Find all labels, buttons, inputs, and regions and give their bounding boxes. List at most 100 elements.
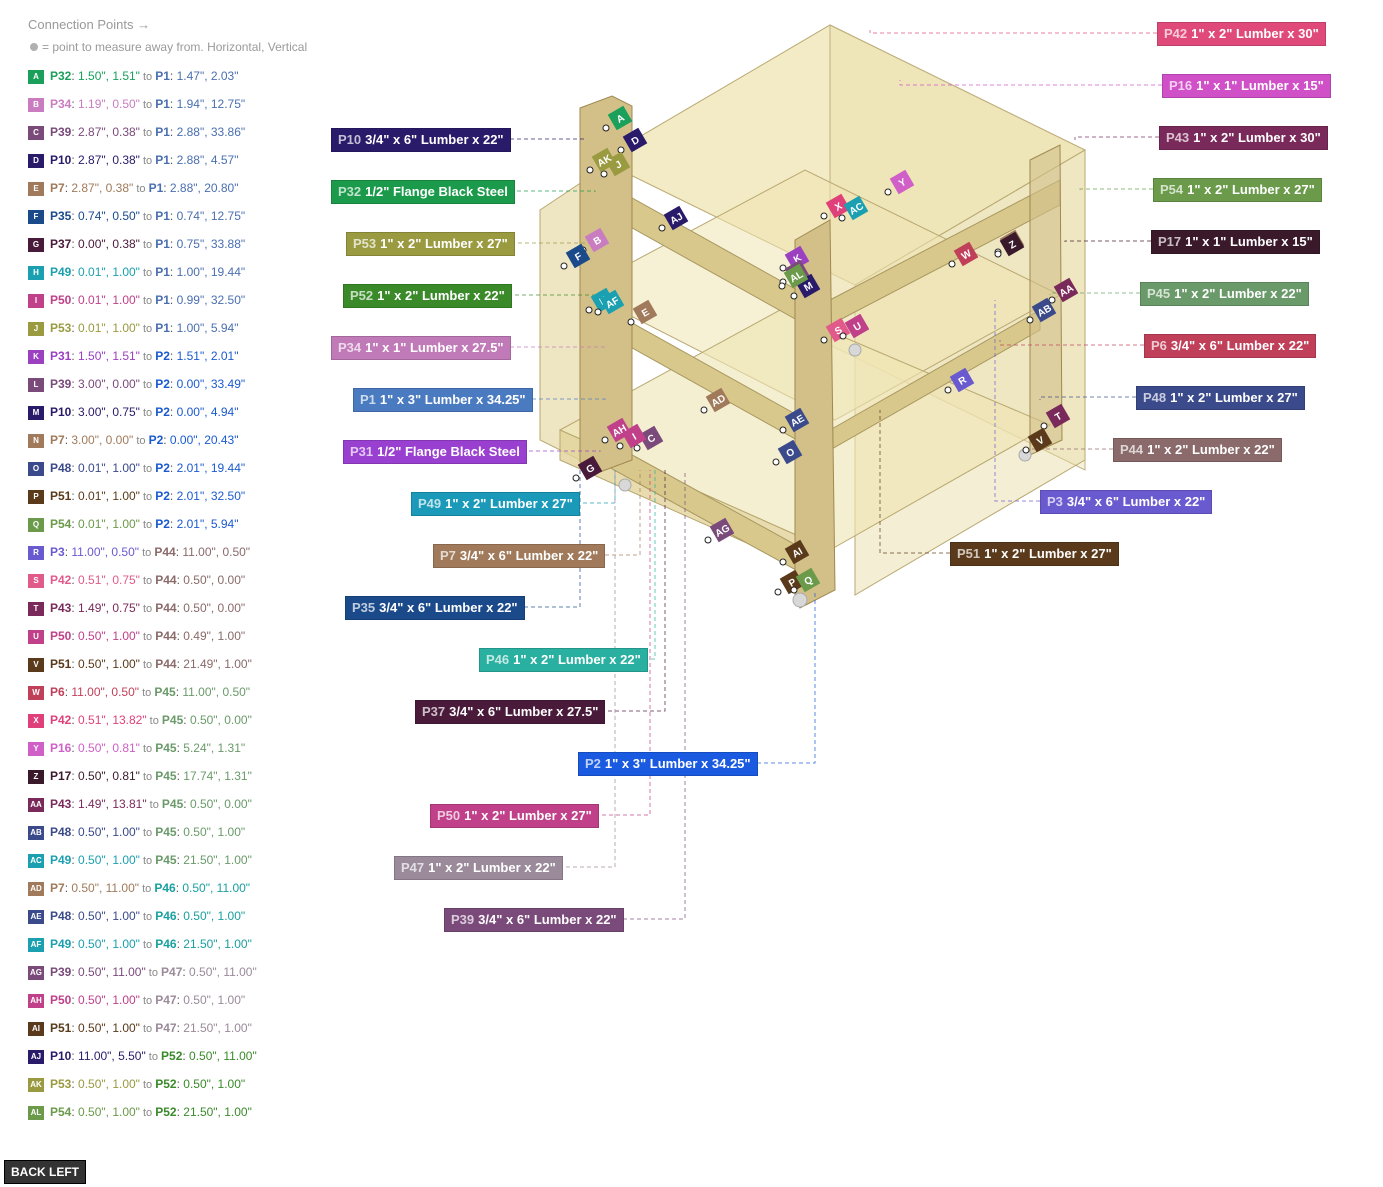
marker-u[interactable]: U (844, 313, 870, 339)
marker-g[interactable]: G (577, 455, 603, 481)
marker-aj[interactable]: AJ (663, 205, 689, 231)
marker-t[interactable]: T (1045, 403, 1071, 429)
marker-ag[interactable]: AG (709, 517, 735, 543)
marker-ae[interactable]: AE (784, 407, 810, 433)
marker-z[interactable]: Z (999, 231, 1025, 257)
marker-x[interactable]: X (825, 193, 851, 219)
marker-v[interactable]: V (1027, 427, 1053, 453)
connection-value-a: 0.50", 1.00" (78, 825, 140, 839)
marker-ai[interactable]: AI (784, 539, 810, 565)
marker-ah[interactable]: AH (606, 417, 632, 443)
marker-r[interactable]: R (949, 367, 975, 393)
marker-c[interactable]: C (638, 425, 664, 451)
back-left-button[interactable]: BACK LEFT (4, 1160, 86, 1184)
marker-o[interactable]: O (777, 439, 803, 465)
marker-q[interactable]: Q (795, 567, 821, 593)
marker-a[interactable]: A (607, 105, 633, 131)
part-name: 1" x 1" Lumber x 15" (1185, 234, 1313, 249)
marker-b[interactable]: B (584, 227, 610, 253)
connection-points-title[interactable]: Connection Points → (28, 17, 151, 32)
connection-value-b: 21.49", 1.00" (183, 657, 252, 671)
part-name: 1" x 2" Lumber x 22" (1174, 286, 1302, 301)
marker-al[interactable]: AL (783, 263, 809, 289)
marker-af[interactable]: AF (599, 289, 625, 315)
marker-w[interactable]: W (953, 241, 979, 267)
marker-ad[interactable]: AD (705, 387, 731, 413)
marker-y[interactable]: Y (889, 169, 915, 195)
marker-ab[interactable]: AB (1031, 297, 1057, 323)
marker-ac[interactable]: AC (843, 195, 869, 221)
marker-ak[interactable]: AK (591, 147, 617, 173)
marker-e[interactable]: E (632, 299, 658, 325)
marker-d[interactable]: D (622, 127, 648, 153)
marker-aa[interactable]: AA (1053, 277, 1079, 303)
marker-f[interactable]: F (565, 243, 591, 269)
